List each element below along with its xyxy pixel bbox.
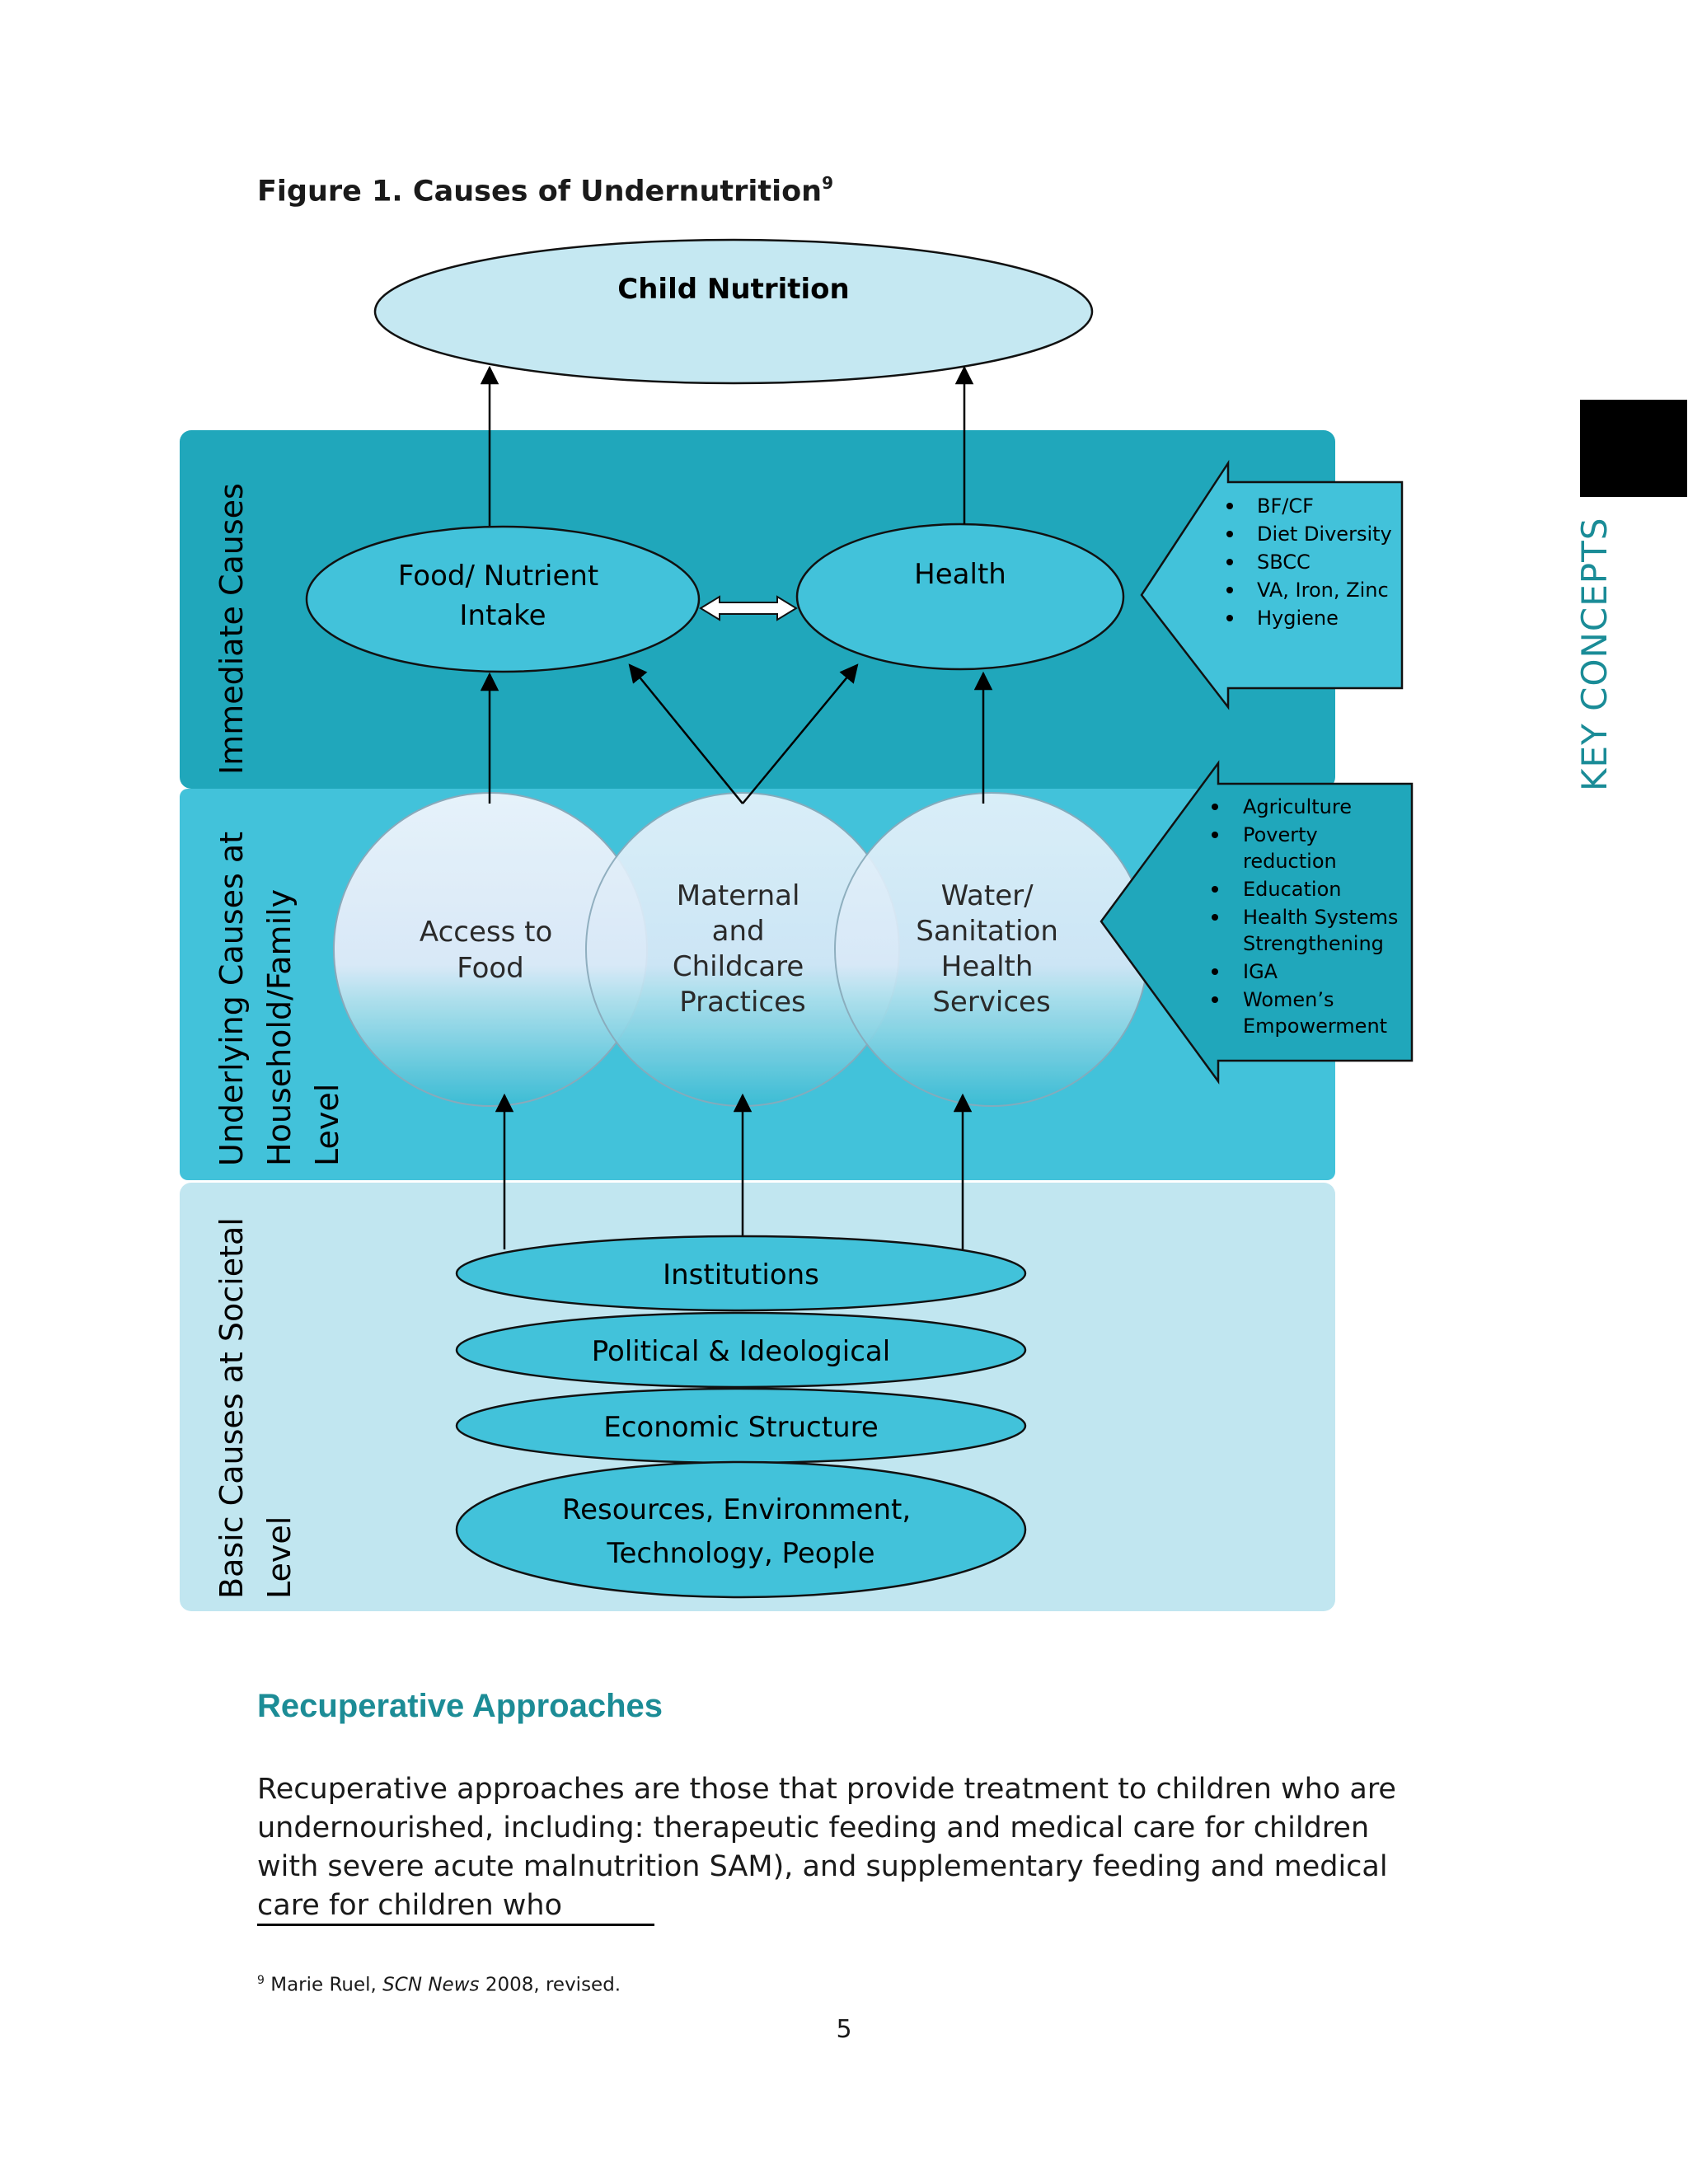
node-resources-environment-line: Technology, People: [606, 1537, 874, 1570]
figure-title-text: Figure 1. Causes of Undernutrition: [257, 175, 823, 209]
arrow-box-underlying-item: Health Systems: [1243, 906, 1398, 929]
bullet-icon: [1226, 503, 1233, 509]
bullet-icon: [1212, 804, 1218, 810]
circle-access-to-food-line: Food: [457, 952, 524, 985]
arrow-box-immediate-item: BF/CF: [1257, 494, 1314, 518]
node-food-nutrient-intake-line: Food/ Nutrient: [398, 560, 598, 593]
circle-water-sanitation: [834, 792, 1149, 1107]
arrow-maternal-to-health: [742, 663, 859, 804]
arrow-box-immediate-list: BF/CF Diet Diversity SBCC VA, Iron, Zinc…: [1226, 494, 1392, 630]
node-economic-structure-label: Economic Structure: [603, 1411, 879, 1444]
band-label-immediate: Immediate Causes: [213, 483, 250, 775]
arrow-box-underlying-item: Women’s: [1243, 988, 1334, 1011]
bullet-icon: [1226, 531, 1233, 537]
bullet-icon: [1212, 968, 1218, 975]
node-resources-environment-label: Resources, Environment, Technology, Peop…: [562, 1493, 920, 1570]
section-tab-marker: [1580, 400, 1687, 497]
node-food-nutrient-intake: [305, 525, 701, 673]
circle-water-sanitation-line: Sanitation: [916, 915, 1058, 948]
footnote-divider: [257, 1924, 654, 1926]
arrow-box-immediate-item: VA, Iron, Zinc: [1257, 579, 1389, 602]
footnote-source: SCN News: [382, 1974, 480, 1996]
band-label-basic: Basic Causes at Societal Level: [213, 1207, 298, 1599]
arrow-box-immediate-item: Diet Diversity: [1257, 523, 1392, 546]
band-label-immediate-line: Immediate Causes: [213, 483, 250, 775]
circle-maternal-childcare-line: Practices: [679, 986, 806, 1019]
node-institutions-label: Institutions: [663, 1258, 819, 1291]
arrow-box-underlying-list: Agriculture Poverty reduction Education …: [1212, 795, 1398, 1038]
band-label-basic-line: Basic Causes at Societal: [213, 1217, 250, 1599]
node-food-nutrient-intake-line: Intake: [459, 599, 546, 632]
circle-maternal-childcare-line: and: [712, 915, 765, 948]
node-child-nutrition: [373, 238, 1094, 385]
arrow-maternal-to-food-intake: [628, 663, 743, 804]
arrow-box-immediate-item: Hygiene: [1257, 607, 1339, 630]
body-paragraph: Recuperative approaches are those that p…: [257, 1773, 1396, 1922]
node-child-nutrition-label: Child Nutrition: [617, 273, 849, 306]
node-political-ideological: [455, 1311, 1027, 1389]
bullet-icon: [1226, 615, 1233, 621]
arrow-box-immediate-item: SBCC: [1257, 551, 1311, 574]
arrow-box-underlying-item: Education: [1243, 878, 1341, 901]
circle-water-sanitation-label: Water/ Sanitation Health Services: [916, 879, 1067, 1019]
footnote-marker: 9: [257, 1974, 265, 1987]
band-label-underlying-line: Underlying Causes at: [213, 832, 250, 1166]
arrow-box-underlying-item: Empowerment: [1243, 1015, 1387, 1038]
bullet-icon: [1212, 886, 1218, 893]
arrow-box-immediate: [1140, 459, 1404, 710]
node-political-ideological-label: Political & Ideological: [592, 1335, 890, 1368]
footnote: 9 Marie Ruel, SCN News 2008, revised.: [257, 1974, 621, 1996]
figure-title: Figure 1. Causes of Undernutrition9: [257, 173, 833, 209]
arrow-box-underlying-item: Agriculture: [1243, 795, 1352, 818]
node-resources-environment-line: Resources, Environment,: [562, 1493, 911, 1526]
bullet-icon: [1226, 559, 1233, 565]
causes-diagram: Immediate Causes Underlying Causes at Ho…: [180, 238, 1414, 1611]
node-health: [795, 523, 1125, 671]
node-resources-environment: [455, 1460, 1027, 1599]
circle-maternal-childcare-line: Childcare: [673, 950, 804, 983]
band-label-underlying: Underlying Causes at Household/Family Le…: [213, 822, 345, 1166]
bullet-icon: [1212, 832, 1218, 838]
circle-access-to-food-line: Access to: [420, 916, 552, 949]
arrow-box-underlying: [1100, 760, 1414, 1085]
arrow-box-underlying-item: reduction: [1243, 850, 1337, 873]
band-label-underlying-line: Household/Family: [261, 889, 298, 1166]
arrow-box-underlying-item: Poverty: [1243, 823, 1318, 846]
figure-title-footnote-marker: 9: [822, 173, 833, 193]
underlying-circles: [333, 792, 1149, 1107]
circle-maternal-childcare-line: Maternal: [677, 879, 800, 912]
page-number: 5: [836, 2015, 852, 2044]
bullet-icon: [1226, 587, 1233, 593]
double-arrow-icon: [699, 595, 798, 621]
circle-maternal-childcare-label: Maternal and Childcare Practices: [673, 879, 813, 1019]
node-institutions: [455, 1235, 1027, 1312]
arrow-box-underlying-item: IGA: [1243, 960, 1278, 983]
node-food-nutrient-intake-label: Food/ Nutrient Intake: [398, 560, 607, 632]
circle-water-sanitation-line: Health: [941, 950, 1034, 983]
footnote-author: Marie Ruel,: [270, 1974, 377, 1996]
band-label-underlying-line: Level: [309, 1084, 345, 1166]
circle-water-sanitation-line: Water/: [941, 879, 1034, 912]
bullet-icon: [1212, 996, 1218, 1003]
section-heading: Recuperative Approaches: [257, 1688, 663, 1724]
band-label-basic-line: Level: [261, 1516, 298, 1599]
arrow-box-underlying-item: Strengthening: [1243, 932, 1384, 955]
circle-access-to-food-label: Access to Food: [420, 916, 561, 985]
circle-water-sanitation-line: Services: [932, 986, 1050, 1019]
bullet-icon: [1212, 914, 1218, 921]
side-section-label: KEY CONCEPTS: [1574, 517, 1615, 791]
node-health-label: Health: [914, 558, 1006, 591]
footnote-rest: 2008, revised.: [485, 1974, 621, 1996]
